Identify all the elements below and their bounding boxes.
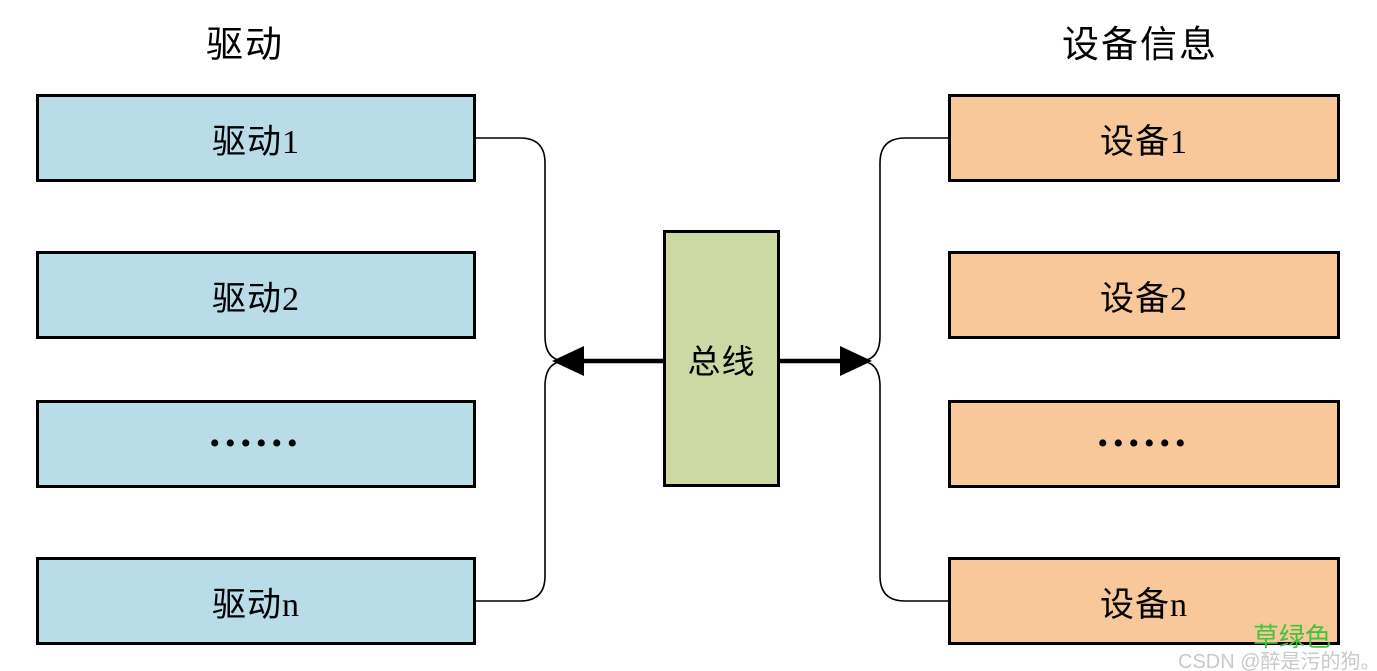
watermark-author-green: 草绿色 [1253, 622, 1332, 652]
device-box-1-label: 设备1 [1100, 123, 1188, 161]
driver-box-n-label: 驱动n [212, 586, 300, 624]
driver-box-ellipsis-label: •••••• [209, 427, 303, 460]
column-header-drivers: 驱动 [206, 25, 284, 66]
device-box-n-label: 设备n [1100, 586, 1188, 624]
device-box-ellipsis[interactable]: •••••• [948, 400, 1340, 488]
driver-box-n[interactable]: 驱动n [36, 557, 476, 645]
device-box-2-label: 设备2 [1100, 280, 1188, 318]
driver-box-1[interactable]: 驱动1 [36, 94, 476, 182]
device-box-2[interactable]: 设备2 [948, 251, 1340, 339]
device-box-1[interactable]: 设备1 [948, 94, 1340, 182]
bus-box[interactable]: 总线 [663, 230, 780, 487]
driver-box-2-label: 驱动2 [212, 280, 300, 318]
driver-box-1-label: 驱动1 [212, 123, 300, 161]
watermark-csdn: CSDN @醉是污的狗。 [1178, 651, 1377, 671]
driver-box-2[interactable]: 驱动2 [36, 251, 476, 339]
column-header-devices: 设备信息 [1062, 25, 1218, 66]
driver-box-ellipsis[interactable]: •••••• [36, 400, 476, 488]
device-box-ellipsis-label: •••••• [1097, 427, 1191, 460]
device-box-n[interactable]: 设备n [948, 557, 1340, 645]
bus-box-label: 总线 [687, 344, 756, 381]
